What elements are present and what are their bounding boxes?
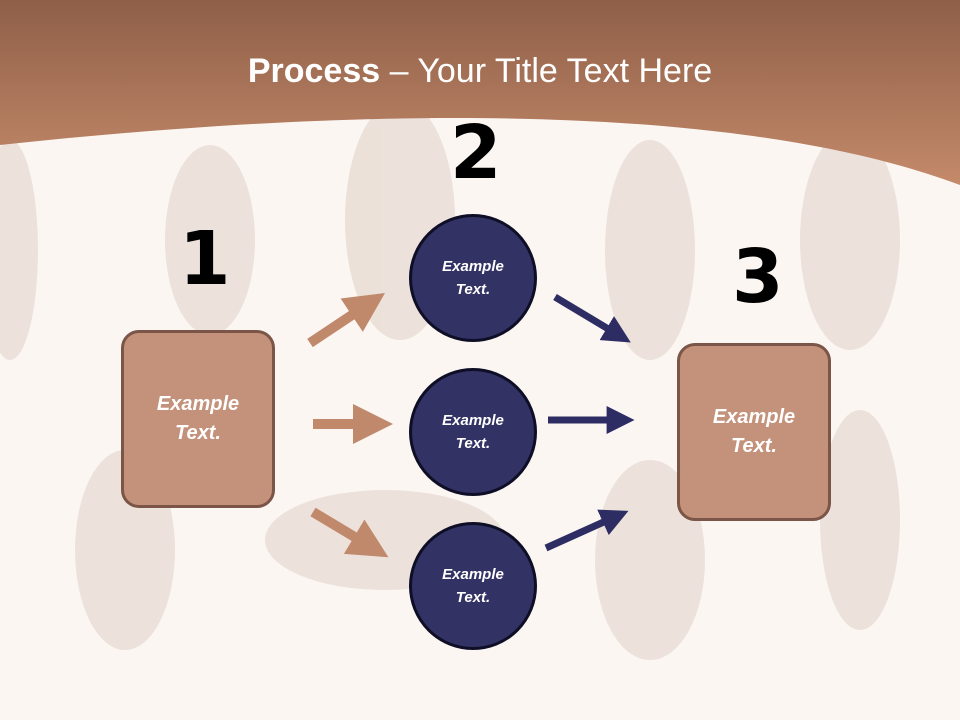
step-3-box: Example Text. [677,343,831,521]
step-3-text: Example Text. [712,406,796,457]
title-bold: Process [247,52,381,90]
step-1-box: Example Text. [121,330,275,508]
header-band [0,0,960,185]
step-2-circle-top: Example Text. [409,214,537,342]
step-1-text: Example Text. [156,393,240,444]
step-number-2: 2 [450,110,502,196]
step-2-circle-bottom: Example Text. [409,522,537,650]
step-number-3: 3 [732,234,784,320]
circle-middle-text: Example Text. [442,412,504,452]
circle-top-text: Example Text. [442,258,504,298]
title-rest: – Your Title Text Here [380,52,713,90]
step-number-1: 1 [179,216,231,302]
slide-title: Process – Your Title Text Here [0,52,960,91]
step-2-circle-middle: Example Text. [409,368,537,496]
circle-bottom-text: Example Text. [442,566,504,606]
